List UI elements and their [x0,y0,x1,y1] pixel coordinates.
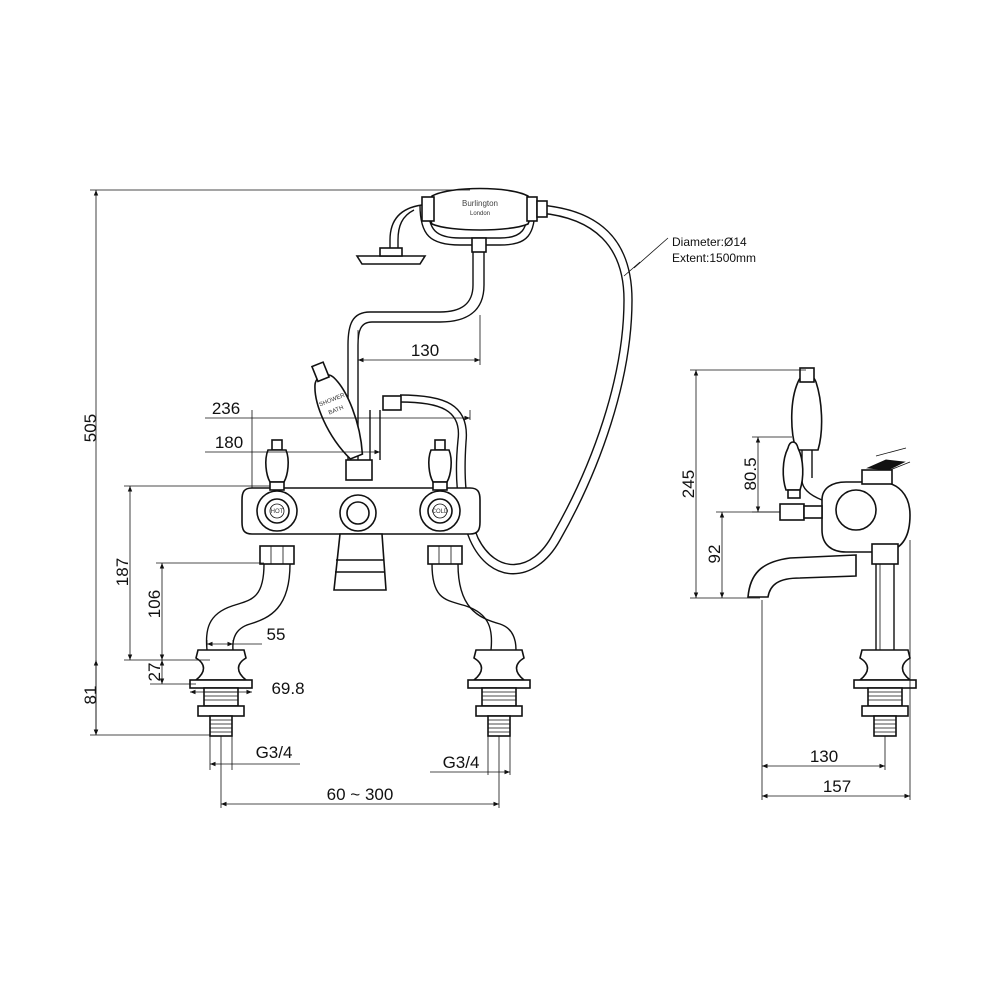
left-flange [189,649,253,737]
dim-overall-height: 505 [81,414,100,442]
diverter-valve [339,494,377,532]
right-hex-nut [427,545,463,565]
side-leg [875,564,895,650]
dim-130-front: 130 [411,341,439,360]
hose-diameter-note: Diameter:Ø14 [672,235,747,249]
thread-right: G3/4 [443,753,480,772]
side-lever-upper [790,373,823,451]
cold-lever-handle [428,439,452,491]
right-leg [431,563,493,651]
dim-236: 236 [212,399,240,418]
dim-130-side: 130 [810,747,838,766]
dim-92: 92 [705,545,724,564]
shower-hose [399,204,633,575]
dim-180: 180 [215,433,243,452]
diverter-lever: SHOWER BATH [310,361,364,460]
side-view: 245 80.5 92 130 157 [679,367,917,800]
left-hex-nut [259,545,295,565]
dim-245: 245 [679,470,698,498]
dim-81: 81 [81,686,100,705]
dim-27: 27 [145,663,164,682]
cold-valve: COLD [419,490,461,532]
dim-centres: 60 ~ 300 [327,785,394,804]
shower-rose [389,204,423,252]
shower-handset: Burlington London [421,187,548,231]
dim-157: 157 [823,777,851,796]
cold-label: COLD [432,509,449,515]
right-flange [467,649,531,737]
riser-pipe [347,252,474,465]
front-view: Burlington London SHOWER BATH HOT [81,187,756,808]
hot-label: HOT [271,509,284,515]
dim-69-8: 69.8 [271,679,304,698]
left-leg [205,563,265,651]
side-spout [747,554,857,598]
side-lever-lower [782,441,804,491]
thread-left: G3/4 [256,743,293,762]
hot-lever-handle [265,439,289,491]
dim-55: 55 [267,625,286,644]
hot-valve: HOT [256,490,298,532]
handset-location: London [470,211,490,217]
dim-106: 106 [145,590,164,618]
bath-spout [333,533,387,591]
handset-brand: Burlington [462,199,498,208]
dim-187: 187 [113,558,132,586]
dim-80-5: 80.5 [741,457,760,490]
hose-extent-note: Extent:1500mm [672,251,756,265]
diverter-label-bath: BATH [328,405,345,416]
